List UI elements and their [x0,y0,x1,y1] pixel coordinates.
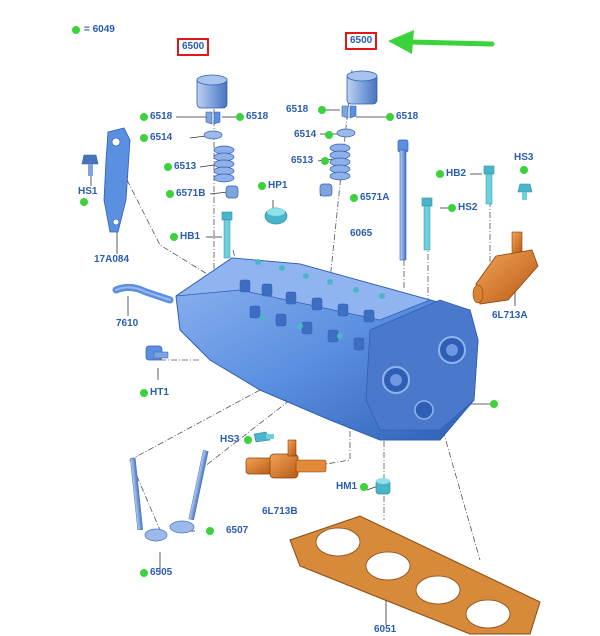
part-label-6518[interactable]: 6518 [246,111,269,122]
marker-hb2-icon [436,170,444,178]
part-label-6l713a[interactable]: 6L713A [492,310,528,321]
marker-hs3-icon [520,166,528,174]
solenoid-6l713a [472,231,539,305]
marker-6505-icon [140,569,148,577]
part-label-hb2[interactable]: HB2 [446,168,467,179]
retainer-left [203,130,223,140]
valve-6507 [169,450,209,534]
tappet-left [196,74,228,109]
part-label-7610[interactable]: 7610 [116,318,139,329]
marker-hb1-icon [170,233,178,241]
marker-hm1-icon [360,483,368,491]
marker-6513b-icon [321,157,329,165]
fitting-ht1 [145,345,169,361]
bolt-hs1 [81,154,99,176]
marker-6514a-icon [140,134,148,142]
part-label-17a084[interactable]: 17A084 [94,254,130,265]
valve-6505 [129,457,168,542]
marker-6513a-icon [164,163,172,171]
dowel-hm1 [375,478,391,495]
marker-6518a-icon [140,113,148,121]
part-label-6l713b[interactable]: 6L713B [262,506,298,517]
seal-right [319,183,333,197]
marker-6518c-icon [318,106,326,114]
part-label-6500-right[interactable]: 6500 [345,32,378,50]
seal-left [225,185,239,199]
part-label-hs1[interactable]: HS1 [78,186,98,197]
bolt-hb2 [483,165,495,205]
part-label-hs2[interactable]: HS2 [458,202,478,213]
part-label-hb1[interactable]: HB1 [180,231,201,242]
head-gasket-6051 [289,515,541,635]
bolt-hs3-bottom [253,431,274,443]
marker-6514b-icon [325,131,333,139]
part-label-6507[interactable]: 6507 [226,525,249,536]
bolt-hs3-top [517,183,533,200]
part-label-hp1[interactable]: HP1 [268,180,288,191]
spring-right [329,143,351,181]
marker-6571b-icon [166,190,174,198]
part-label-hs3[interactable]: HS3 [514,152,534,163]
plug-hp1 [264,207,288,225]
marker-head-icon [490,400,498,408]
arrow-left-icon [388,30,495,54]
part-label-hm1[interactable]: HM1 [336,481,358,492]
part-label-6571b[interactable]: 6571B [176,188,206,199]
part-label-6518[interactable]: 6518 [286,104,309,115]
head-bolt-long [397,139,409,261]
bracket-17a084 [103,127,131,233]
part-label-6518[interactable]: 6518 [396,111,419,122]
marker-6518d-icon [386,113,394,121]
marker-hs3b-icon [244,436,252,444]
spring-left [213,145,235,183]
marker-6507-icon [206,527,214,535]
part-label-6051[interactable]: 6051 [374,624,397,635]
part-label-6505[interactable]: 6505 [150,567,173,578]
part-label-6513[interactable]: 6513 [291,155,314,166]
bolt-hs2 [421,197,433,251]
collet-right [341,105,357,119]
hose-7610 [112,283,174,304]
tappet-right [346,70,378,105]
legend-marker-icon [72,26,80,34]
part-label-6500-left[interactable]: 6500 [177,38,210,56]
part-label-6065[interactable]: 6065 [350,228,373,239]
collet-left [205,111,221,125]
marker-6571a-icon [350,194,358,202]
legend-label: = 6049 [84,24,115,35]
solenoid-6l713b [245,439,327,479]
part-label-6514[interactable]: 6514 [294,129,317,140]
part-label-ht1[interactable]: HT1 [150,387,169,398]
part-label-6518[interactable]: 6518 [150,111,173,122]
marker-hs1-icon [80,198,88,206]
marker-6518b-icon [236,113,244,121]
marker-hp1-icon [258,182,266,190]
bolt-hb1 [221,211,233,259]
part-label-hs3[interactable]: HS3 [220,434,240,445]
part-label-6571a[interactable]: 6571A [360,192,390,203]
cylinder-head [175,257,479,441]
retainer-right [336,128,356,138]
marker-ht1-icon [140,389,148,397]
part-label-6513[interactable]: 6513 [174,161,197,172]
marker-hs2-icon [448,204,456,212]
part-label-6514[interactable]: 6514 [150,132,173,143]
